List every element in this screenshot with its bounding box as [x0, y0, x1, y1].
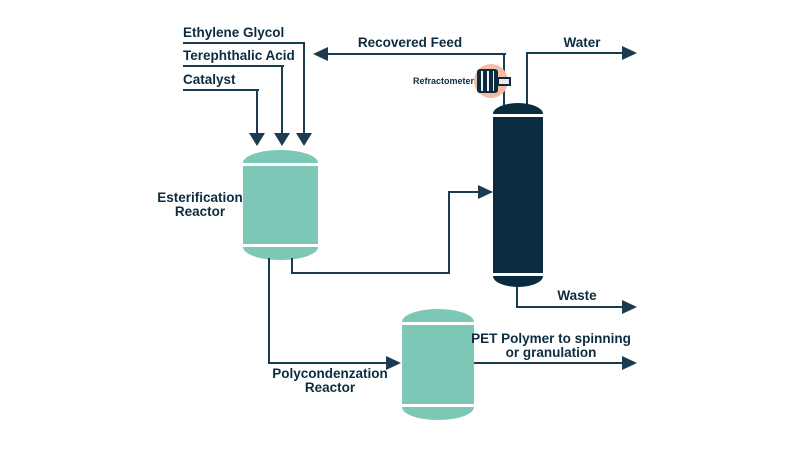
- polycondenzation-reactor-vessel: [402, 309, 474, 420]
- flow-arrow-icon: [386, 356, 401, 370]
- vessel-cap: [402, 309, 474, 322]
- vessel-cap: [493, 276, 543, 287]
- equipment-label-polycondenzation-reactor: Polycondenzation Reactor: [264, 367, 396, 395]
- pipe-line: [526, 52, 623, 54]
- label-line: Esterification: [157, 190, 243, 205]
- vessel-body: [243, 166, 318, 244]
- label-line: Polycondenzation: [272, 366, 388, 381]
- esterification-reactor-vessel: [243, 150, 318, 260]
- vessel-body: [402, 325, 474, 404]
- input-label-ethylene-glycol: Ethylene Glycol: [183, 25, 285, 40]
- pipe-line: [183, 42, 305, 44]
- refractometer-icon: [477, 69, 498, 93]
- stream-label-water: Water: [563, 35, 601, 50]
- pipe-line: [268, 258, 270, 364]
- pipe-line: [326, 53, 506, 55]
- flow-arrow-icon: [622, 46, 637, 60]
- refractometer-probe: [497, 77, 511, 86]
- stream-label-waste: Waste: [557, 288, 597, 303]
- vessel-cap: [243, 247, 318, 260]
- pipe-line: [448, 191, 450, 274]
- vessel-cap: [493, 103, 543, 114]
- pipe-line: [291, 272, 450, 274]
- equipment-label-esterification-reactor: Esterification Reactor: [148, 191, 252, 219]
- pipe-line: [291, 258, 293, 274]
- flow-arrow-icon: [313, 47, 328, 61]
- pipe-line: [516, 287, 518, 308]
- flow-arrow-icon: [478, 185, 493, 199]
- label-line: PET Polymer to spinning: [471, 331, 631, 346]
- pipe-line: [256, 89, 258, 133]
- flow-arrow-icon: [249, 133, 265, 146]
- pipe-line: [474, 362, 622, 364]
- flow-arrow-icon: [274, 133, 290, 146]
- pipe-line: [303, 42, 305, 134]
- pipe-line: [448, 191, 479, 193]
- label-line: Reactor: [304, 380, 356, 395]
- distillation-column-vessel: [493, 103, 543, 287]
- pipe-line: [268, 362, 387, 364]
- flow-arrow-icon: [622, 300, 637, 314]
- input-label-terephthalic-acid: Terephthalic Acid: [183, 48, 295, 63]
- stream-label-pet-polymer: PET Polymer to spinning or granulation: [462, 332, 640, 360]
- vessel-cap: [402, 407, 474, 420]
- equipment-label-refractometer: Refractometer: [412, 76, 474, 86]
- flow-arrow-icon: [622, 356, 637, 370]
- pipe-line: [526, 52, 528, 105]
- pipe-line: [281, 65, 283, 133]
- pipe-line: [183, 89, 259, 91]
- stream-label-recovered-feed: Recovered Feed: [357, 35, 463, 50]
- refractometer-fins: [481, 71, 494, 91]
- pipe-line: [516, 306, 622, 308]
- vessel-cap: [243, 150, 318, 163]
- vessel-body: [493, 117, 543, 273]
- flow-arrow-icon: [296, 133, 312, 146]
- input-label-catalyst: Catalyst: [183, 72, 236, 87]
- pipe-line: [183, 65, 284, 67]
- label-line: or granulation: [505, 345, 597, 360]
- label-line: Reactor: [174, 204, 226, 219]
